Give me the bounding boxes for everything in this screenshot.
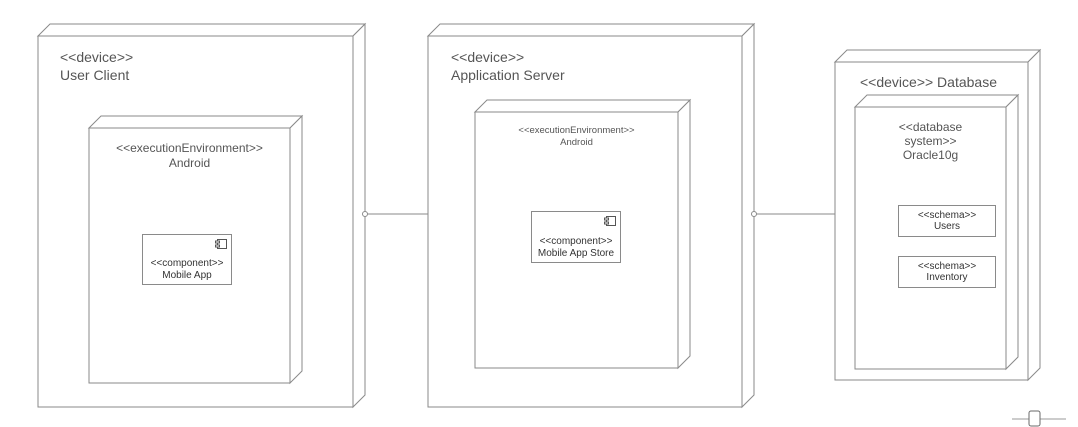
database-system-title: Oracle10g <box>902 148 959 162</box>
zoom-slider[interactable] <box>1012 410 1066 427</box>
user-client-stereotype: <<device>> <box>60 49 134 65</box>
schema-users-name: Users <box>933 221 961 232</box>
application-server-title: Application Server <box>451 67 565 83</box>
schema-users-stereotype: <<schema>> <box>917 209 977 221</box>
database-system-node[interactable] <box>853 93 1020 371</box>
comm-path-client-endpoint <box>362 211 368 217</box>
user-client-env-stereotype: <<executionEnvironment>> <box>116 141 263 155</box>
component-icon <box>215 239 227 249</box>
application-server-android-env[interactable] <box>473 98 692 370</box>
schema-inventory-stereotype: <<schema>> <box>917 260 977 272</box>
user-client-env-title: Android <box>168 156 211 170</box>
schema-inventory[interactable]: <<schema>> Inventory <box>898 256 996 288</box>
database-title: <<device>> Database <box>860 74 997 90</box>
mobile-app-store-stereotype: <<component>> <box>539 236 613 247</box>
mobile-app-stereotype: <<component>> <box>150 258 224 269</box>
zoom-slider-handle[interactable] <box>1028 410 1041 427</box>
application-server-env-stereotype: <<executionEnvironment>> <box>518 125 635 136</box>
component-icon <box>604 216 616 226</box>
mobile-app-component[interactable]: <<component>> Mobile App <box>142 234 232 285</box>
mobile-app-store-component[interactable]: <<component>> Mobile App Store <box>531 211 621 263</box>
application-server-stereotype: <<device>> <box>451 49 525 65</box>
mobile-app-name: Mobile App <box>162 269 212 281</box>
schema-users[interactable]: <<schema>> Users <box>898 205 996 237</box>
mobile-app-store-name: Mobile App Store <box>537 247 615 259</box>
application-server-env-title: Android <box>560 137 593 148</box>
database-system-stereotype-line1: <<database <box>898 120 963 134</box>
comm-path-server-endpoint <box>751 211 757 217</box>
schema-inventory-name: Inventory <box>926 272 968 283</box>
database-system-stereotype-line2: system>> <box>904 134 957 148</box>
user-client-title: User Client <box>60 67 130 83</box>
